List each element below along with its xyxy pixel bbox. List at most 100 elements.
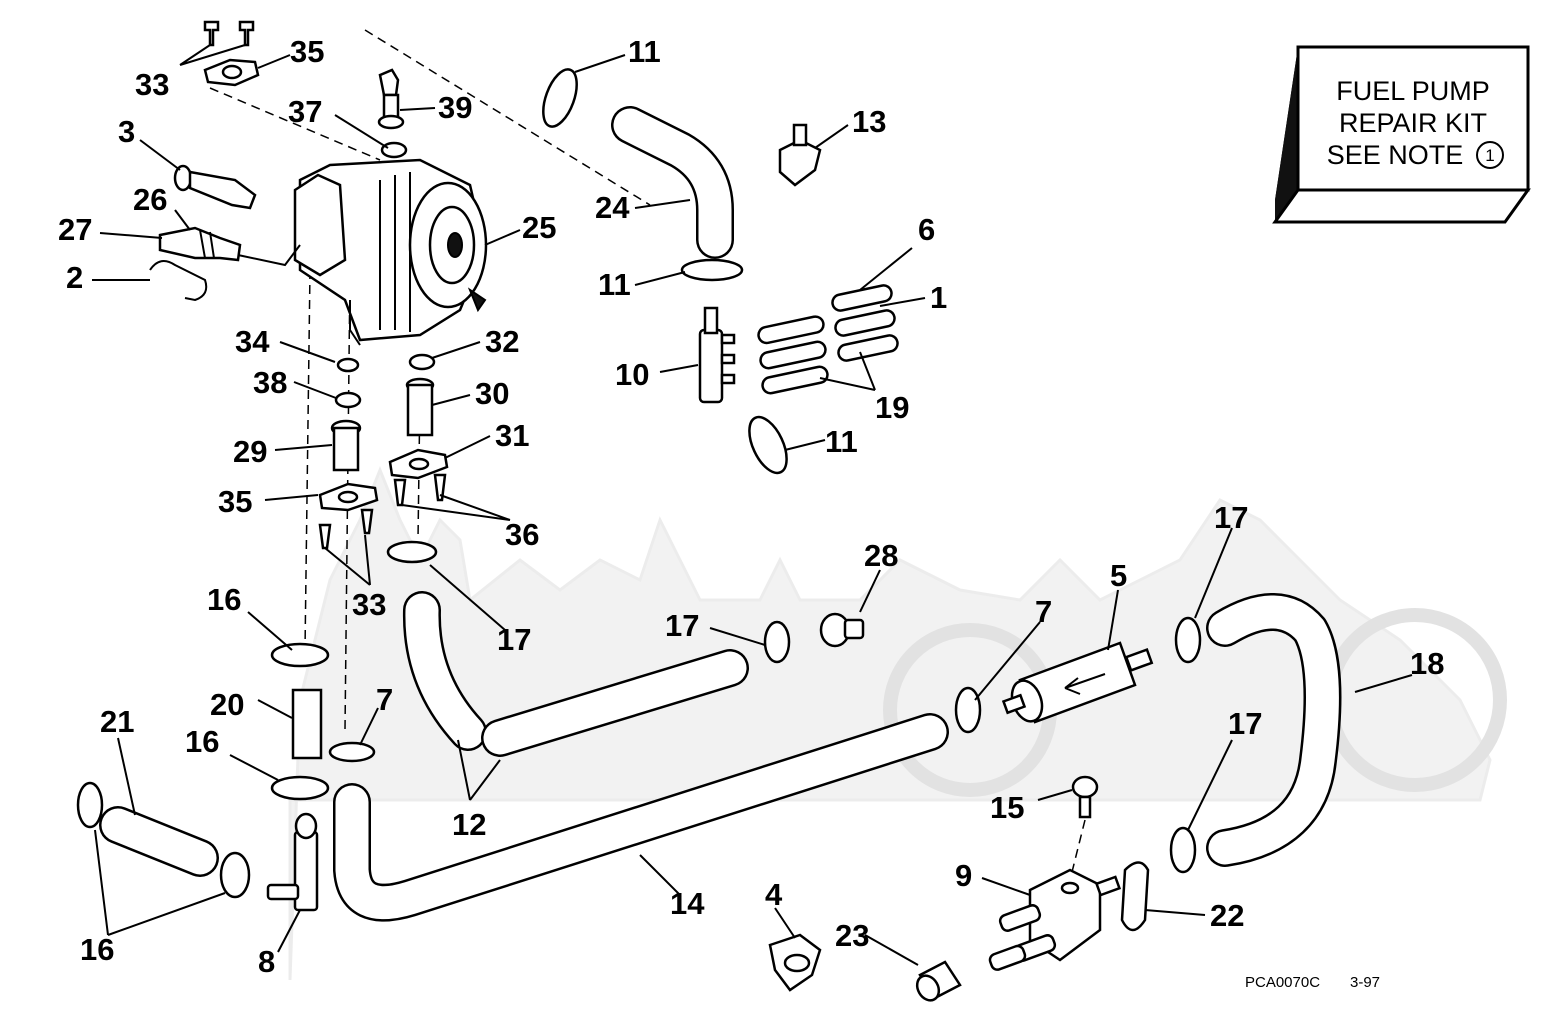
- fitting-30: [405, 377, 435, 437]
- callout-9: 9: [955, 858, 972, 893]
- clamp-16-d: [219, 851, 251, 899]
- callout-6: 6: [918, 212, 935, 247]
- clamp-7-a: [328, 741, 376, 763]
- clamp-11-top: [542, 68, 578, 128]
- screws-36: [393, 473, 447, 507]
- callout-28: 28: [864, 538, 898, 573]
- fitting-39: [377, 68, 405, 130]
- callout-32: 32: [485, 324, 519, 359]
- screw-15: [1071, 775, 1099, 819]
- callout-7-b: 7: [1035, 594, 1052, 629]
- oring-37: [380, 141, 408, 159]
- callout-8: 8: [258, 944, 275, 979]
- callout-35-low: 35: [218, 484, 252, 519]
- callout-11-low: 11: [825, 424, 858, 459]
- fitting-28: [819, 612, 865, 648]
- callout-16-a: 16: [207, 582, 241, 617]
- kit-line-2: REPAIR KIT: [1339, 108, 1487, 138]
- valve-body-9: [988, 868, 1122, 971]
- callout-29: 29: [233, 434, 267, 469]
- callout-21: 21: [100, 704, 134, 739]
- figure-date: 3-97: [1350, 974, 1380, 991]
- callout-38: 38: [253, 365, 287, 400]
- callout-16-b: 16: [185, 724, 219, 759]
- callout-17-c: 17: [1214, 500, 1248, 535]
- hose-20: [291, 688, 323, 760]
- callout-4: 4: [765, 877, 783, 912]
- oring-32: [408, 353, 436, 371]
- callout-39: 39: [438, 90, 472, 125]
- callout-15: 15: [990, 790, 1024, 825]
- callout-19: 19: [875, 390, 909, 425]
- callout-18: 18: [1410, 646, 1444, 681]
- callout-33-low: 33: [352, 587, 386, 622]
- clip-4: [768, 933, 822, 992]
- clamp-11-mid: [680, 258, 744, 282]
- callout-16-c: 16: [80, 932, 114, 967]
- kit-line-1: FUEL PUMP: [1336, 76, 1490, 106]
- fitting-29: [330, 419, 362, 472]
- valve-8: [266, 812, 319, 912]
- oring-38: [334, 391, 362, 409]
- clamp-17-a: [386, 540, 438, 564]
- clip-13: [778, 123, 822, 187]
- clamp-11-low: [748, 415, 788, 475]
- callout-36: 36: [505, 517, 539, 552]
- callout-12: 12: [452, 807, 486, 842]
- clamp-16-b: [270, 775, 330, 801]
- repair-kit-box: FUEL PUMP REPAIR KIT SEE NOTE 1: [1272, 45, 1531, 224]
- callout-17-d: 17: [1228, 706, 1262, 741]
- callout-20: 20: [210, 687, 244, 722]
- callout-22: 22: [1210, 898, 1244, 933]
- clamp-16-a: [270, 642, 330, 668]
- callout-34: 34: [235, 324, 270, 359]
- callout-14: 14: [670, 886, 705, 921]
- hose-set-19: [757, 284, 899, 395]
- fuel-filter-5: [1001, 641, 1154, 724]
- callout-26: 26: [133, 182, 167, 217]
- callout-2: 2: [66, 260, 83, 295]
- oring-34: [336, 357, 360, 373]
- kit-line-3: SEE NOTE: [1327, 140, 1464, 170]
- callout-17-b: 17: [665, 608, 699, 643]
- note-number: 1: [1485, 146, 1494, 165]
- figure-code: PCA0070C: [1245, 974, 1320, 991]
- clamp-17-b: [763, 620, 791, 664]
- callout-24: 24: [595, 190, 630, 225]
- fitting-26-27: [158, 226, 301, 267]
- callout-33-top: 33: [135, 67, 169, 102]
- callout-37: 37: [288, 94, 322, 129]
- callout-1: 1: [930, 280, 947, 315]
- plug-23: [915, 960, 962, 1002]
- fuel-pump-25: [293, 158, 488, 346]
- note-number-circle: [1476, 141, 1504, 169]
- callouts: 33 35 37 39 3 26 27 2 25 11 13 24 11 6 1…: [58, 34, 1444, 979]
- callout-10: 10: [615, 357, 649, 392]
- callout-30: 30: [475, 376, 509, 411]
- fuel-hoses: [99, 106, 1342, 922]
- callout-27: 27: [58, 212, 92, 247]
- clamp-7-b: [954, 686, 982, 734]
- callout-7-a: 7: [376, 682, 393, 717]
- manifold-10: [698, 306, 736, 404]
- fitting-3: [173, 164, 257, 210]
- gasket-22: [1120, 861, 1150, 932]
- clamp-17-c: [1174, 616, 1202, 664]
- callout-5: 5: [1110, 558, 1127, 593]
- callout-11-top: 11: [628, 34, 661, 69]
- leader-lines: [92, 44, 1413, 966]
- clamp-16-c: [76, 781, 104, 829]
- clamp-17-d: [1169, 826, 1197, 874]
- screws-33-low: [318, 508, 374, 550]
- callout-13: 13: [852, 104, 886, 139]
- callout-11-mid: 11: [598, 267, 631, 302]
- callout-23: 23: [835, 918, 869, 953]
- callout-35-top: 35: [290, 34, 324, 69]
- callout-31: 31: [495, 418, 529, 453]
- callout-3: 3: [118, 114, 135, 149]
- callout-25: 25: [522, 210, 556, 245]
- callout-17-a: 17: [497, 622, 531, 657]
- clip-2: [149, 260, 208, 302]
- screws-33-top: [203, 20, 255, 47]
